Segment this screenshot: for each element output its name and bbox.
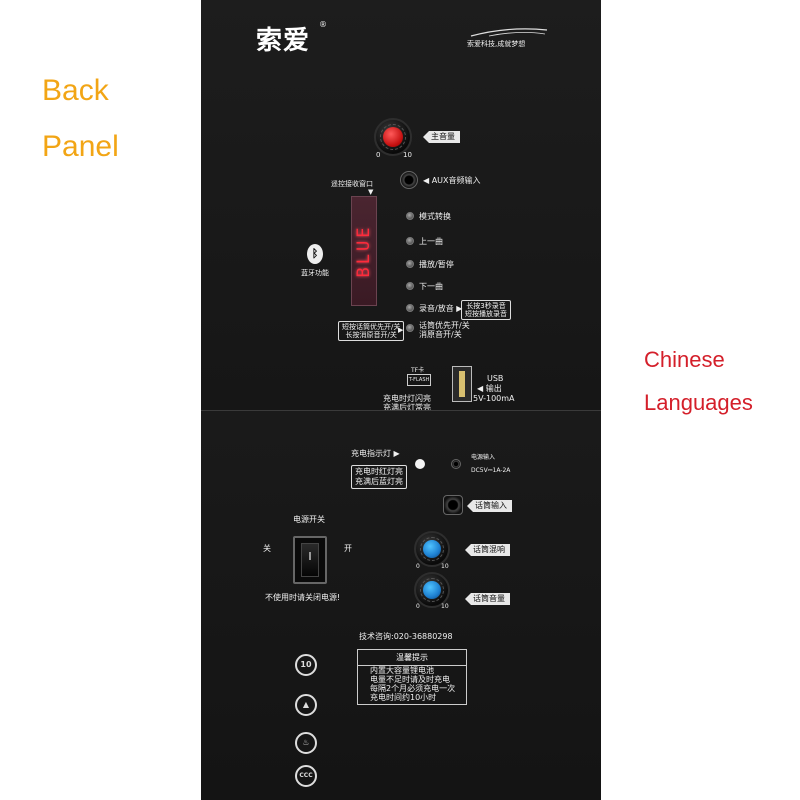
play-pause-button[interactable] [406,260,414,268]
charge-note-2: 充满后灯常亮 [383,403,431,412]
back-panel-top: 索爱 ® 索爱科技,成就梦想 0 10 主音量 ◀ AUX音频输入 遥控接收窗口… [201,0,601,412]
ccc-cert-icon: CCC [295,765,317,787]
arrow-right-icon: ▶ [398,326,404,334]
label-panel: Panel [42,130,119,163]
back-panel-bottom: 充电指示灯 ▶ 充电时红灯亮充满后蓝灯亮 电源输入 DC5V⎓1A-2A 话筒输… [201,410,601,800]
charge-indicator-box: 充电时红灯亮充满后蓝灯亮 [351,465,407,489]
tf-card-label: TF卡 [411,367,425,374]
mic-echo-knob[interactable] [414,531,450,567]
mic-volume-min: 0 [416,603,420,610]
mic-echo-label: 话筒混响 [465,544,510,556]
power-switch-title: 电源开关 [293,515,325,524]
mic-priority-label: 话筒优先开/关 [419,321,470,330]
bluetooth-label: 蓝牙功能 [301,269,329,277]
tip-box: 温馨提示 内置大容量锂电池 电量不足时请及时充电 每隔2个月必须充电一次 充电时… [357,649,467,705]
record-note-box: 长按3秒录音短按播放录音 [461,300,511,320]
charge-indicator-label: 充电指示灯 ▶ [351,449,400,458]
brand-logo: 索爱 [256,26,311,56]
swoosh-icon [470,28,548,37]
tip-line-2: 电量不足时请及时充电 [370,675,450,684]
mode-button-label: 模式转换 [419,212,451,221]
label-back: Back [42,74,109,107]
recycle-10-icon: 10 [295,654,317,676]
mic-volume-knob[interactable] [414,572,450,608]
usb-port[interactable] [452,366,472,402]
vocal-cut-label: 消原音开/关 [419,330,462,339]
usb-title: USB [487,374,504,383]
mic-echo-max: 10 [441,563,449,570]
power-off-label: 关 [263,544,271,553]
mic-echo-min: 0 [416,563,420,570]
aux-input-label: ◀ AUX音频输入 [423,176,481,185]
prev-track-label: 上一曲 [419,237,443,246]
tip-title: 温馨提示 [358,652,466,666]
heat-warning-icon: ♨ [295,732,317,754]
next-track-label: 下一曲 [419,282,443,291]
tech-support-hotline: 技术咨询:020-36880298 [359,632,453,641]
power-on-label: 开 [344,544,352,553]
mic-input-label: 话筒输入 [467,500,512,512]
tip-line-1: 内置大容量锂电池 [370,666,434,675]
remote-receiver-label: 遥控接收窗口 [331,180,373,188]
mode-button[interactable] [406,212,414,220]
dc-power-jack[interactable] [451,459,461,469]
mic-priority-button[interactable] [406,324,414,332]
charge-note-1: 充电时灯闪亮 [383,394,431,403]
record-play-label: 录音/放音 ▶ [419,304,463,313]
usb-spec: 5V-100mA [473,394,515,403]
tip-line-4: 充电时间约10小时 [370,693,437,702]
power-input-spec: DC5V⎓1A-2A [471,467,511,474]
tf-card-slot[interactable]: T-FLASH [407,374,431,386]
next-track-button[interactable] [406,282,414,290]
power-rocker-switch[interactable] [293,536,327,584]
power-input-title: 电源输入 [471,454,496,461]
label-chinese: Chinese [644,347,725,372]
label-languages: Languages [644,390,753,415]
record-play-button[interactable] [406,304,414,312]
master-volume-max: 10 [403,151,412,159]
led-display-text: BLUE [354,224,374,278]
led-display: BLUE [351,196,377,306]
registered-mark: ® [319,20,327,29]
bluetooth-icon: ᛒ [307,244,323,264]
master-volume-min: 0 [376,151,381,159]
slogan: 索爱科技,成就梦想 [467,40,526,48]
arrow-down-icon: ▼ [368,188,374,196]
master-volume-label: 主音量 [423,131,460,143]
short-long-press-note: 短按话筒优先开/关长按消原音开/关 [338,321,405,341]
usb-output-label: ◀ 输出 [477,384,502,393]
mic-input-jack[interactable] [443,495,463,515]
mic-volume-label: 话筒音量 [465,593,510,605]
mountain-cert-icon: ▲ [295,694,317,716]
prev-track-button[interactable] [406,237,414,245]
tip-line-3: 每隔2个月必须充电一次 [370,684,456,693]
aux-input-jack[interactable] [400,171,418,189]
mic-volume-max: 10 [441,603,449,610]
play-pause-label: 播放/暂停 [419,260,454,269]
power-off-note: 不使用时请关闭电源! [265,593,341,602]
charge-indicator-led [415,459,425,469]
master-volume-knob[interactable] [374,118,412,156]
